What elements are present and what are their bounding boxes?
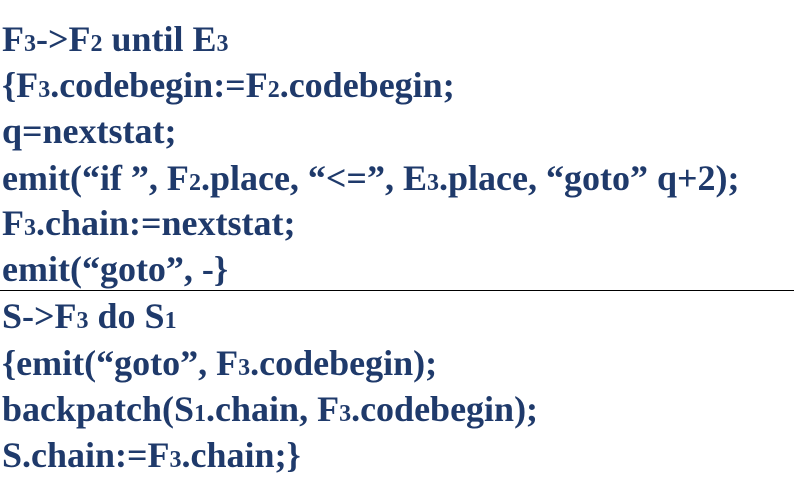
- rule2-chain-line: S.chain:=F3.chain;}: [2, 432, 301, 478]
- subscript-index: 3: [238, 355, 251, 381]
- subscript-index: 3: [38, 77, 51, 103]
- code-text: .codebegin;: [279, 65, 455, 105]
- code-text: .place, “<=”, E: [200, 158, 427, 198]
- code-text: emit(“goto”, -}: [2, 249, 229, 289]
- rule1-production-line: F3->F2 until E3: [2, 16, 229, 62]
- code-text: backpatch(S: [2, 389, 195, 429]
- code-text: do S: [88, 296, 165, 336]
- rule2-backpatch-line: backpatch(S1.chain, F3.codebegin);: [2, 386, 538, 432]
- code-text: .place, “goto” q+2);: [438, 158, 740, 198]
- subscript-index: 1: [164, 308, 177, 334]
- subscript-index: 2: [188, 170, 201, 196]
- rule1-codebegin-line: {F3.codebegin:=F2.codebegin;: [2, 62, 455, 108]
- code-text: .codebegin);: [351, 389, 539, 429]
- rule1-nextstat-line: q=nextstat;: [2, 108, 177, 154]
- subscript-index: 3: [426, 170, 439, 196]
- subscript-index: 1: [194, 401, 207, 427]
- section-divider: [0, 290, 794, 291]
- subscript-index: 3: [339, 401, 352, 427]
- code-text: S->F: [2, 296, 77, 336]
- subscript-index: 3: [24, 215, 36, 241]
- subscript-index: 2: [267, 77, 280, 103]
- subscript-index: 2: [90, 31, 103, 57]
- code-text: until E: [102, 19, 217, 59]
- code-text: .codebegin:=F: [50, 65, 268, 105]
- code-text: .chain;}: [181, 435, 301, 475]
- subscript-index: 3: [216, 31, 229, 57]
- subscript-index: 3: [76, 308, 89, 334]
- code-text: .chain, F: [206, 389, 340, 429]
- code-text: {F: [2, 65, 39, 105]
- code-text: F: [2, 203, 24, 243]
- code-text: .codebegin);: [250, 343, 438, 383]
- code-text: ->F: [36, 19, 91, 59]
- rule2-production-line: S->F3 do S1: [2, 293, 177, 339]
- rule1-emit-if-line: emit(“if ”, F2.place, “<=”, E3.place, “g…: [2, 155, 739, 201]
- subscript-index: 3: [24, 31, 36, 57]
- rule1-chain-line: F3.chain:=nextstat;: [2, 200, 296, 246]
- code-text: emit(“if ”, F: [2, 158, 189, 198]
- subscript-index: 3: [169, 447, 182, 473]
- code-text: q=nextstat;: [2, 111, 177, 151]
- code-text: .chain:=nextstat;: [36, 203, 296, 243]
- code-text: F: [2, 19, 24, 59]
- code-text: {emit(“goto”, F: [2, 343, 239, 383]
- rule1-emit-goto-line: emit(“goto”, -}: [2, 246, 228, 292]
- rule2-emit-goto-line: {emit(“goto”, F3.codebegin);: [2, 340, 437, 386]
- code-text: S.chain:=F: [2, 435, 170, 475]
